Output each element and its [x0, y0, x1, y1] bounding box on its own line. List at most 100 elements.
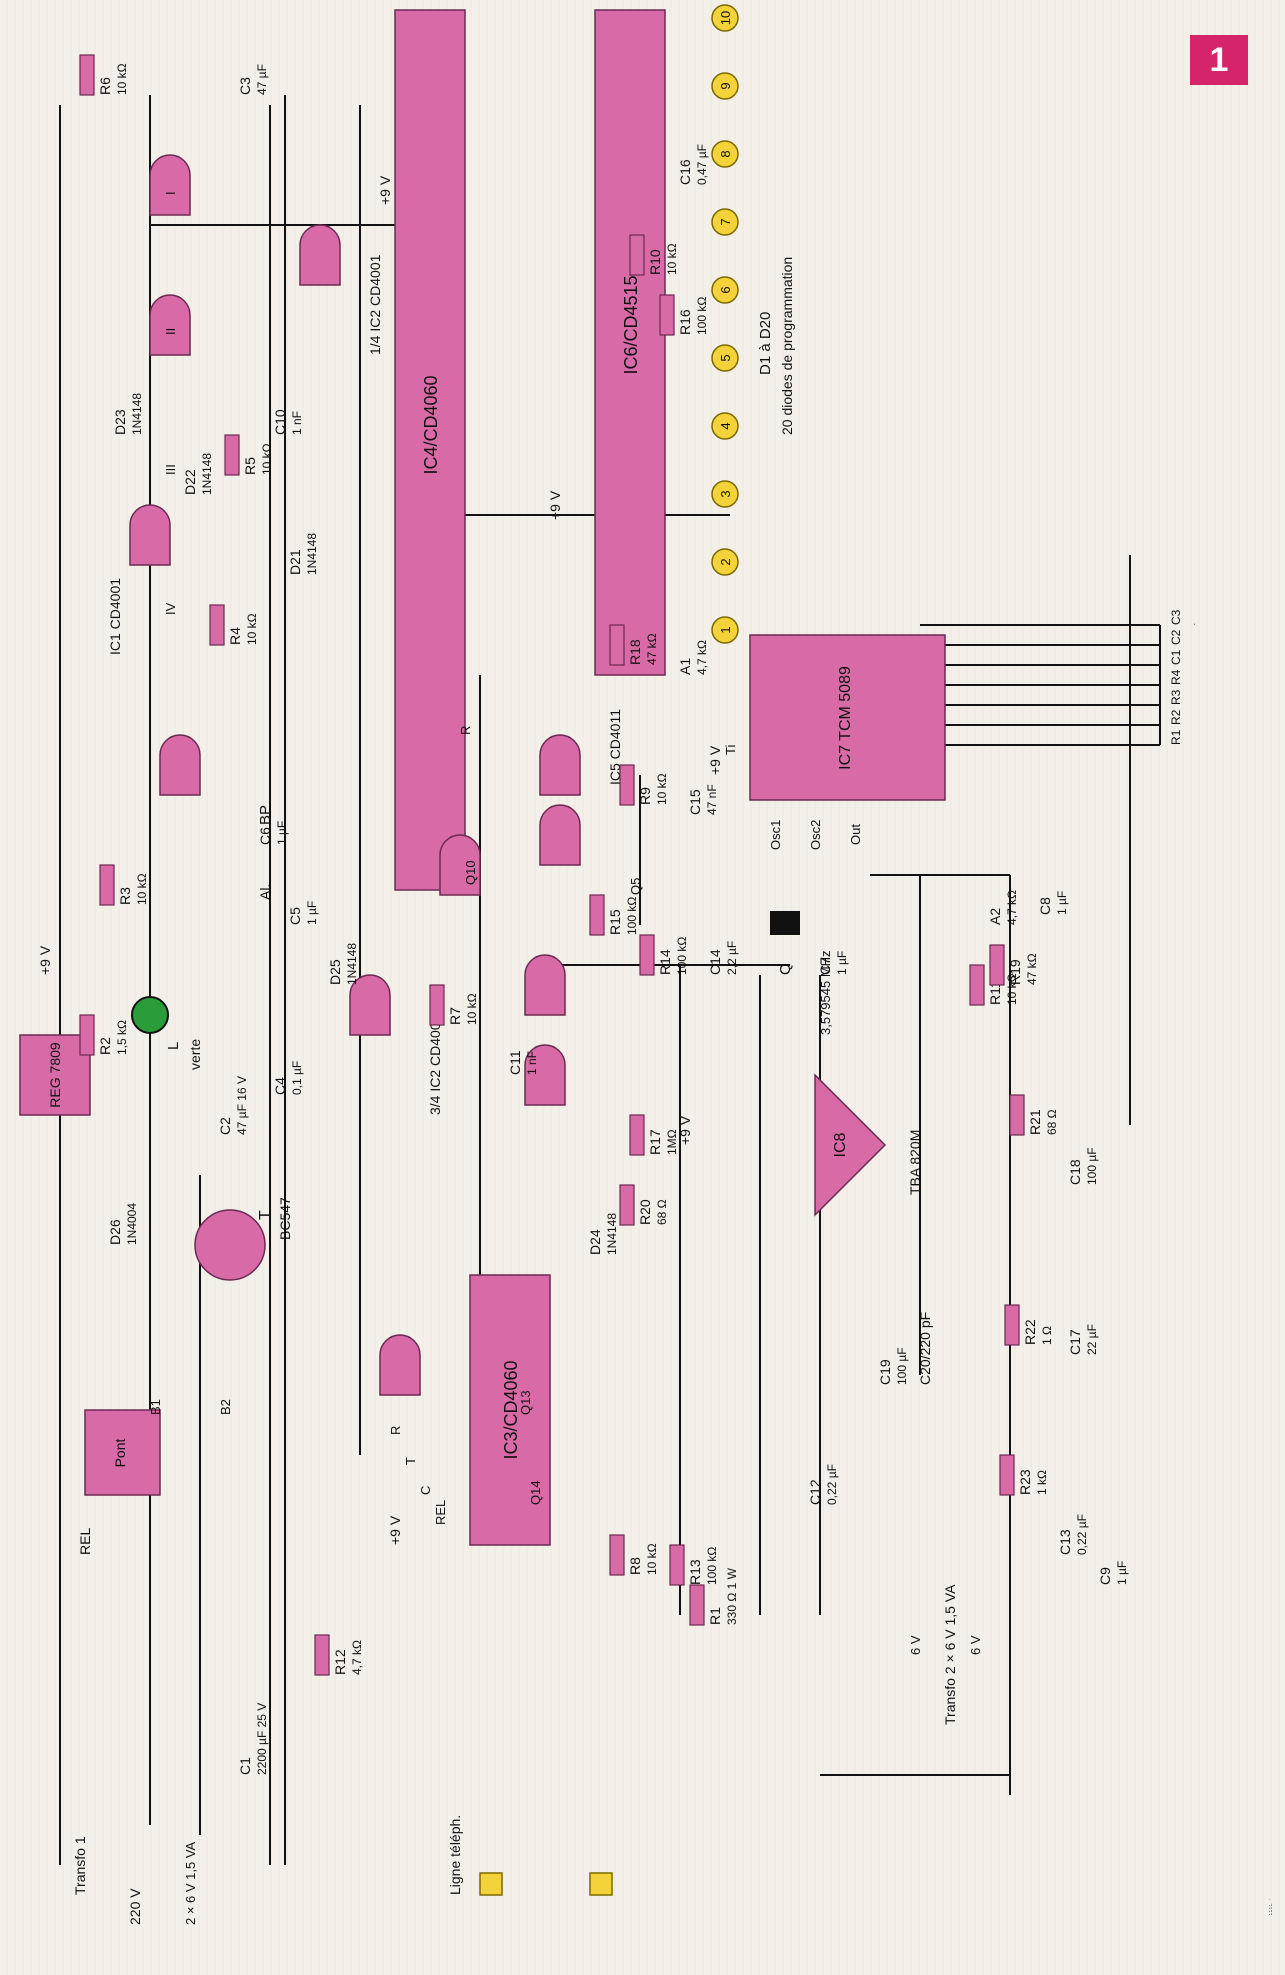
- capacitor-value-16: 0,47 µF: [695, 144, 709, 185]
- ic-pinname-3-10: Out: [1270, 1904, 1273, 1906]
- ic-pin-1-16: 3: [1269, 1911, 1271, 1912]
- resistor-ref-r15: R15: [607, 909, 623, 935]
- trimmer-ref-a2: A2: [987, 908, 1003, 925]
- diode-ref-d23: D23: [112, 409, 128, 435]
- ic-pin-0-11: 5: [1269, 1914, 1271, 1915]
- ic6-cd4515: [594, 9, 666, 676]
- capacitor-ref-2: C2: [217, 1117, 233, 1135]
- ic-pinname-0-0: Ø0: [1271, 1913, 1273, 1915]
- gate-ic5-ii: [539, 804, 581, 866]
- ic-pin-0-7: 6: [1269, 1914, 1271, 1915]
- signal-q5: Q5: [628, 878, 643, 895]
- ic-pinname-0-6: Q8: [1271, 1913, 1273, 1915]
- resistor-r12: [314, 1634, 330, 1676]
- capacitor-value-18: 100 µF: [1085, 1147, 1099, 1185]
- resistor-ref-r1: R1: [707, 1607, 723, 1625]
- capacitor-ref-14: C14: [707, 949, 723, 975]
- diode-ref-d26: D26: [107, 1219, 123, 1245]
- matrix-line-c3: C3: [1169, 609, 1183, 625]
- prog-pad-label: 5: [718, 354, 733, 361]
- capacitor-ref-11: C11: [507, 1050, 523, 1075]
- diode-ref-d21: D21: [287, 549, 303, 575]
- ic-pinname-1-1: S14: [1271, 1910, 1273, 1912]
- gate-id-2: III: [163, 464, 178, 475]
- resistor-ref-r2: R2: [97, 1037, 113, 1055]
- supply-9v-ic7: +9 V: [707, 745, 723, 775]
- ic-pin-2-1: 8: [1269, 1908, 1271, 1909]
- resistor-value-r12: 4,7 kΩ: [350, 1640, 364, 1675]
- transfo2-winding-1: 6 V: [968, 1635, 983, 1655]
- resistor-ref-r20: R20: [637, 1199, 653, 1225]
- wiring: [59, 95, 1161, 1865]
- gate-ic2-iv: [439, 834, 481, 896]
- ic-pinname-0-4: Q6: [1271, 1913, 1273, 1915]
- ic-pin-5-0: E: [1269, 1899, 1271, 1900]
- prog-pad-label: 9: [718, 82, 733, 89]
- ic-pin-0-6: 4: [1269, 1914, 1271, 1915]
- ic-pinname-1-3: S12: [1271, 1910, 1273, 1912]
- resistor-ref-r13: R13: [687, 1559, 703, 1585]
- capacitor-value-9: 1 µF: [1115, 1561, 1129, 1585]
- ic-pin-3-10: 8: [1269, 1905, 1271, 1906]
- capacitor-ref-6: C6: [257, 827, 273, 845]
- transistor-ref: T: [257, 1210, 274, 1220]
- ic-pin-1-14: 21: [1269, 1910, 1271, 1912]
- resistor-r22: [1004, 1304, 1020, 1346]
- ic-pinname-1-6: S9: [1271, 1910, 1273, 1912]
- ic6-label: IC6/CD4515: [621, 275, 641, 374]
- prog-pad-1: [711, 616, 739, 644]
- ic-pinname-2-2: Ø0: [1271, 1907, 1273, 1909]
- matrix-line-r2: R2: [1169, 709, 1183, 725]
- transfo2-ref: Transfo 2 × 6 V 1,5 VA: [942, 1584, 958, 1725]
- ic-pin-1-7: 17: [1269, 1910, 1271, 1912]
- diode-value-d25: 1N4148: [345, 943, 359, 985]
- ic-pin-3-5: 4: [1269, 1905, 1271, 1906]
- matrix-label-r1: R1: [1194, 623, 1196, 625]
- signal-q13: Q13: [518, 1390, 533, 1415]
- resistor-ref-r14: R14: [657, 949, 673, 975]
- resistor-r8: [609, 1534, 625, 1576]
- capacitor-value-17: 22 µF: [1085, 1324, 1099, 1355]
- prog-pad-4: [711, 412, 739, 440]
- signal-ti: Ti: [723, 745, 738, 755]
- capacitor-ref-5: C5: [287, 907, 303, 925]
- ic-pinname-1-13: D3: [1271, 1910, 1273, 1912]
- trimmer-value-a1: 4,7 kΩ: [695, 640, 709, 675]
- transistor-val: BC547: [277, 1197, 293, 1240]
- matrix-label-c1: C1: [1194, 623, 1196, 625]
- line-label: Ligne téléph.: [447, 1815, 463, 1895]
- resistor-value-r16: 100 kΩ: [695, 297, 709, 335]
- green-led: [131, 996, 169, 1034]
- ic-pin-2-6: 16: [1269, 1907, 1271, 1909]
- resistor-r1: [689, 1584, 705, 1626]
- relay-contact-3: REL: [433, 1500, 448, 1525]
- ic-pinname-3-7: Ti: [1271, 1904, 1273, 1906]
- resistor-value-r8: 10 kΩ: [645, 1543, 659, 1575]
- ic-pin-0-0: 16: [1269, 1913, 1271, 1915]
- resistor-ref-r11: R11: [987, 980, 1003, 1005]
- ic-pin-1-12: 24: [1269, 1910, 1271, 1912]
- prog-pad-label: 4: [718, 422, 733, 429]
- diode-value-d22: 1N4148: [200, 453, 214, 495]
- ic-pinname-2-0: Q13: [1271, 1907, 1273, 1909]
- ic-pinname-0-8: Q10: [1271, 1913, 1273, 1915]
- capacitor-ref-1: C1: [237, 1757, 253, 1775]
- resistor-ref-r23: R23: [1017, 1469, 1033, 1495]
- resistor-value-r4: 10 kΩ: [245, 613, 259, 645]
- ic-pinname-1-2: S13: [1271, 1910, 1273, 1912]
- ic-pin-3-3: 11: [1269, 1905, 1271, 1906]
- resistor-value-r18: 47 kΩ: [645, 633, 659, 665]
- gate-ic1-ii: [159, 734, 201, 796]
- resistor-r10: [629, 234, 645, 276]
- resistor-value-r17: 1MΩ: [665, 1129, 679, 1155]
- resistor-value-r23: 1 kΩ: [1035, 1470, 1049, 1495]
- gate-id-3: IV: [163, 602, 178, 615]
- gate-ic5-iii: [524, 1044, 566, 1106]
- prog-pad-label: 2: [718, 558, 733, 565]
- gate-ic5-i: [539, 734, 581, 796]
- resistor-value-r21: 68 Ω: [1045, 1109, 1059, 1135]
- ic-pinname-2-1: Q14: [1271, 1907, 1273, 1909]
- resistor-r14: [639, 934, 655, 976]
- ic-pin-0-1: 8: [1269, 1914, 1271, 1915]
